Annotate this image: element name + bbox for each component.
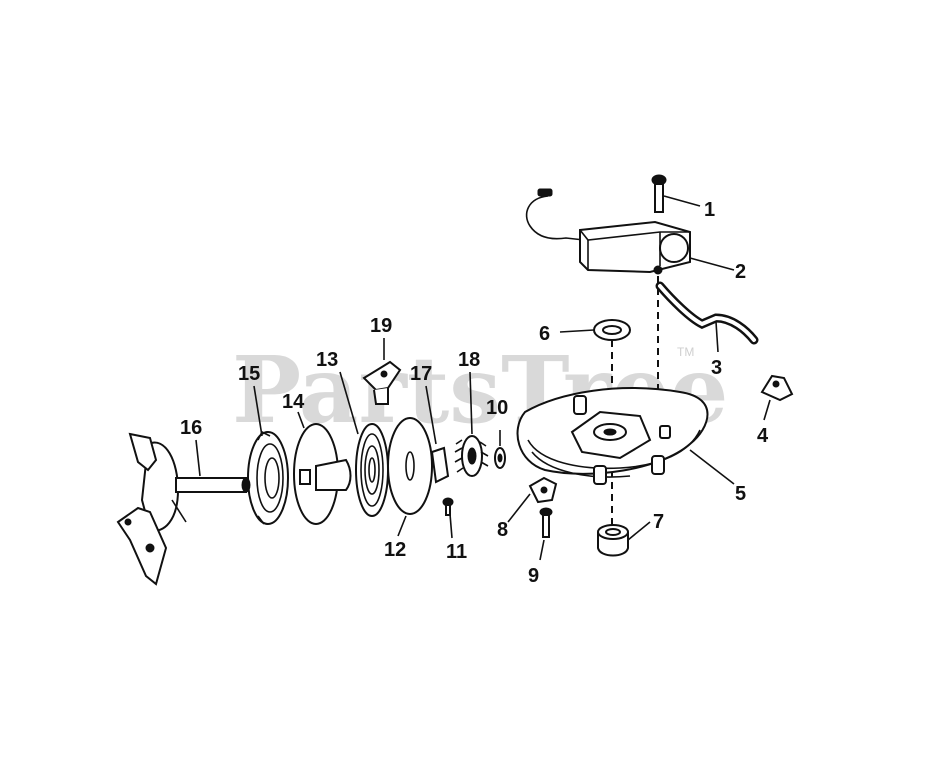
callout-17[interactable]: 17	[410, 363, 432, 385]
callout-14[interactable]: 14	[282, 391, 305, 413]
part-bearing[interactable]	[597, 524, 629, 557]
part-screw-9[interactable]	[539, 507, 553, 538]
callout-9[interactable]: 9	[528, 565, 539, 587]
part-spring-cover[interactable]	[293, 423, 352, 525]
callout-11[interactable]: 11	[446, 541, 467, 563]
part-friction-plate[interactable]	[430, 446, 450, 484]
callout-4[interactable]: 4	[757, 425, 769, 447]
callout-13[interactable]: 13	[316, 349, 338, 371]
part-pulley-disc[interactable]	[387, 417, 433, 515]
part-seal-ring[interactable]	[593, 319, 631, 341]
part-washer[interactable]	[494, 447, 506, 469]
callout-18[interactable]: 18	[458, 349, 480, 371]
callout-5[interactable]: 5	[735, 483, 746, 505]
part-starter-cup[interactable]	[247, 430, 289, 525]
callout-10[interactable]: 10	[486, 397, 508, 419]
leader-lines	[195, 195, 771, 561]
callout-15[interactable]: 15	[238, 363, 260, 385]
part-screw-11[interactable]	[442, 497, 454, 516]
part-ignition-module[interactable]	[525, 188, 691, 275]
callout-labels: 1 2 3 4 5 6 7 8 9 10 11 12 13 14 15 16 1…	[180, 199, 769, 587]
part-housing[interactable]	[516, 387, 709, 485]
callout-8[interactable]: 8	[497, 519, 508, 541]
part-screw-1[interactable]	[651, 174, 667, 213]
callout-19[interactable]: 19	[370, 315, 392, 337]
part-recoil-spring[interactable]	[355, 423, 389, 517]
part-tube[interactable]	[655, 281, 759, 345]
watermark-trademark: TM	[677, 345, 694, 359]
part-handle-bracket[interactable]	[116, 432, 251, 586]
callout-3[interactable]: 3	[711, 357, 722, 379]
callout-16[interactable]: 16	[180, 417, 202, 439]
callout-1[interactable]: 1	[704, 199, 715, 221]
callout-2[interactable]: 2	[735, 261, 746, 283]
callout-7[interactable]: 7	[653, 511, 664, 533]
callout-12[interactable]: 12	[384, 539, 406, 561]
part-pawl-knob[interactable]	[362, 360, 402, 405]
part-cam-gear[interactable]	[454, 435, 489, 477]
part-bracket-4[interactable]	[760, 374, 794, 402]
callout-6[interactable]: 6	[539, 323, 550, 345]
